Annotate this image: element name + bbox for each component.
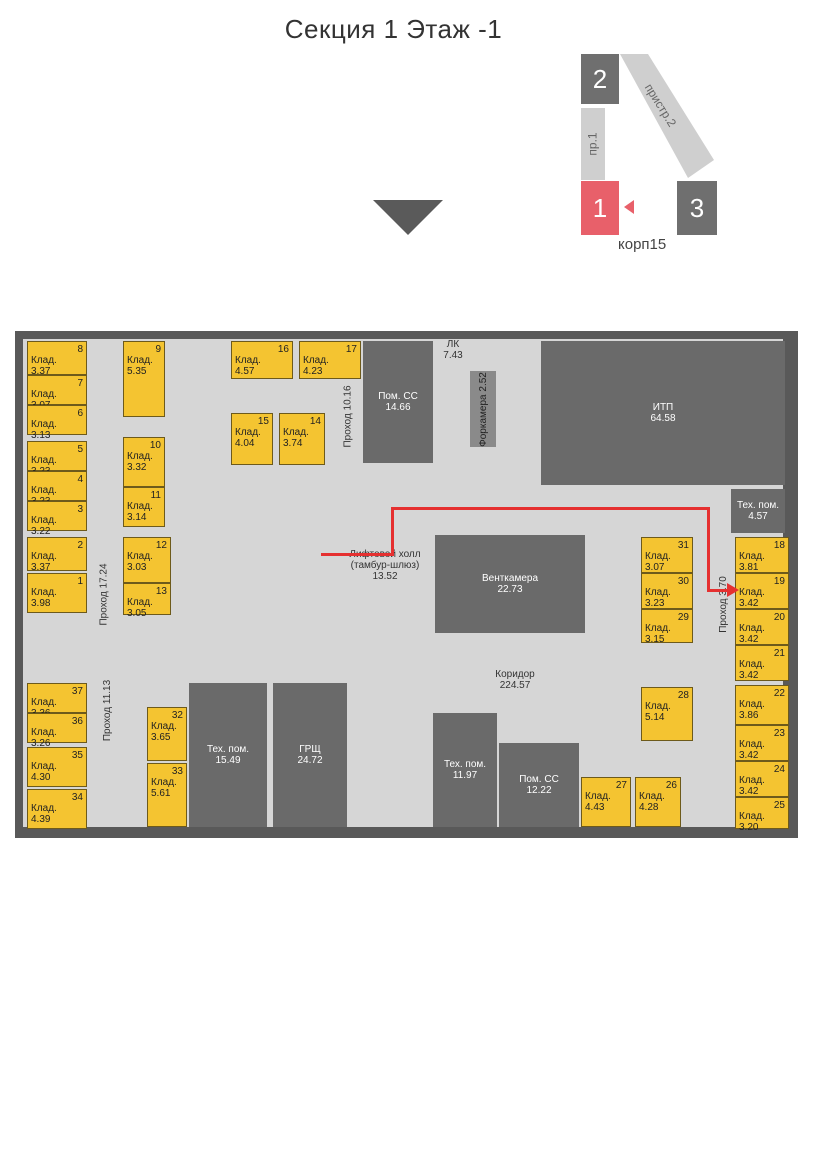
current-section-marker — [624, 200, 634, 214]
route-arrow-icon — [727, 583, 739, 597]
block-2[interactable]: 2 — [581, 54, 619, 104]
block-3-label: 3 — [689, 192, 705, 223]
room-tech-top-right[interactable]: Тех. пом.4.57 — [731, 489, 785, 533]
passage-10-16: Проход 10.16 — [342, 385, 354, 448]
route-line — [321, 553, 393, 556]
passage-17-24: Проход 17.24 — [98, 563, 110, 626]
page-title: Секция 1 Этаж -1 — [284, 14, 503, 44]
block-1-label: 1 — [592, 192, 608, 223]
passage-11-13: Проход 11.13 — [102, 679, 114, 742]
route-line — [391, 507, 709, 510]
room-tech-15-49[interactable]: Тех. пом.15.49 — [189, 683, 267, 827]
passage-2 — [620, 54, 714, 178]
block-1[interactable]: 1 — [581, 181, 619, 235]
route-line — [707, 589, 731, 592]
scroll-down-arrow-icon[interactable] — [373, 200, 443, 235]
watermark: ЦИАН — [672, 1121, 748, 1151]
block-3[interactable]: 3 — [677, 181, 717, 235]
korpus-label: корп15 — [618, 236, 667, 253]
route-line — [707, 507, 710, 591]
route-line — [391, 507, 394, 556]
room-forkamera[interactable]: Форкамера 2.52 — [470, 371, 496, 447]
passage-1: пр.1 — [581, 108, 605, 180]
passage-1-label: пр.1 — [586, 132, 600, 156]
room-tech-11-97[interactable]: Тех. пом.11.97 — [433, 713, 497, 827]
block-2-label: 2 — [592, 63, 608, 94]
